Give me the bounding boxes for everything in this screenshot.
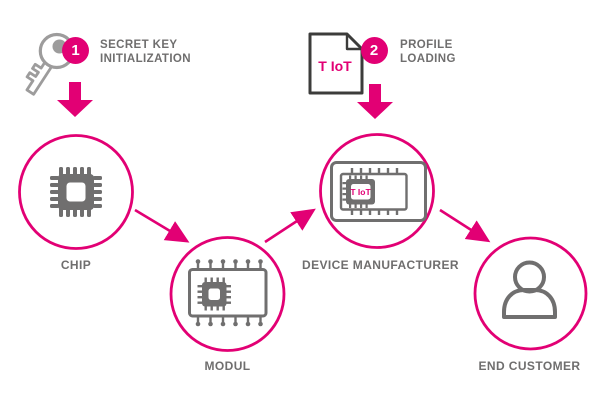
down-arrow-icon-step1 xyxy=(57,82,93,117)
document-icon: T IoT xyxy=(308,32,364,95)
step-2-title-line2: LOADING xyxy=(400,53,456,65)
node-label-end-customer: END CUSTOMER xyxy=(478,359,581,373)
flow-arrow-chip-to-modul xyxy=(134,208,190,243)
node-label-device-manufacturer: DEVICE MANUFACTURER xyxy=(302,258,459,272)
device-chip-logo-text: T IoT xyxy=(350,187,371,197)
step-1-title-line2: INITIALIZATION xyxy=(100,53,191,65)
chip-icon xyxy=(50,167,102,217)
node-label-modul: MODUL xyxy=(204,359,251,373)
node-circle-device-manufacturer xyxy=(319,133,435,249)
device-icon: T IoT xyxy=(330,161,427,222)
step-1-number: 1 xyxy=(71,41,80,59)
step-2-badge: 2 xyxy=(360,36,388,64)
step-2-number: 2 xyxy=(369,41,379,59)
node-circle-end-customer xyxy=(473,236,588,351)
person-icon xyxy=(502,260,557,319)
step-1-title: SECRET KEY INITIALIZATION xyxy=(100,38,191,66)
step-1-badge: 1 xyxy=(62,36,89,64)
down-arrow-icon-step2 xyxy=(357,84,393,119)
flow-arrow-modul-to-device xyxy=(264,208,316,244)
flow-arrow-device-to-end xyxy=(439,208,491,243)
node-label-chip: CHIP xyxy=(60,258,92,272)
module-chip xyxy=(197,277,231,311)
step-2-title-line1: PROFILE xyxy=(400,39,453,51)
document-logo-band xyxy=(312,52,360,79)
step-1-title-line1: SECRET KEY xyxy=(100,39,178,51)
device-chip xyxy=(342,175,375,208)
module-icon xyxy=(188,259,268,327)
document-logo-text: T IoT xyxy=(318,58,352,74)
step-2-title: PROFILE LOADING xyxy=(400,38,456,66)
